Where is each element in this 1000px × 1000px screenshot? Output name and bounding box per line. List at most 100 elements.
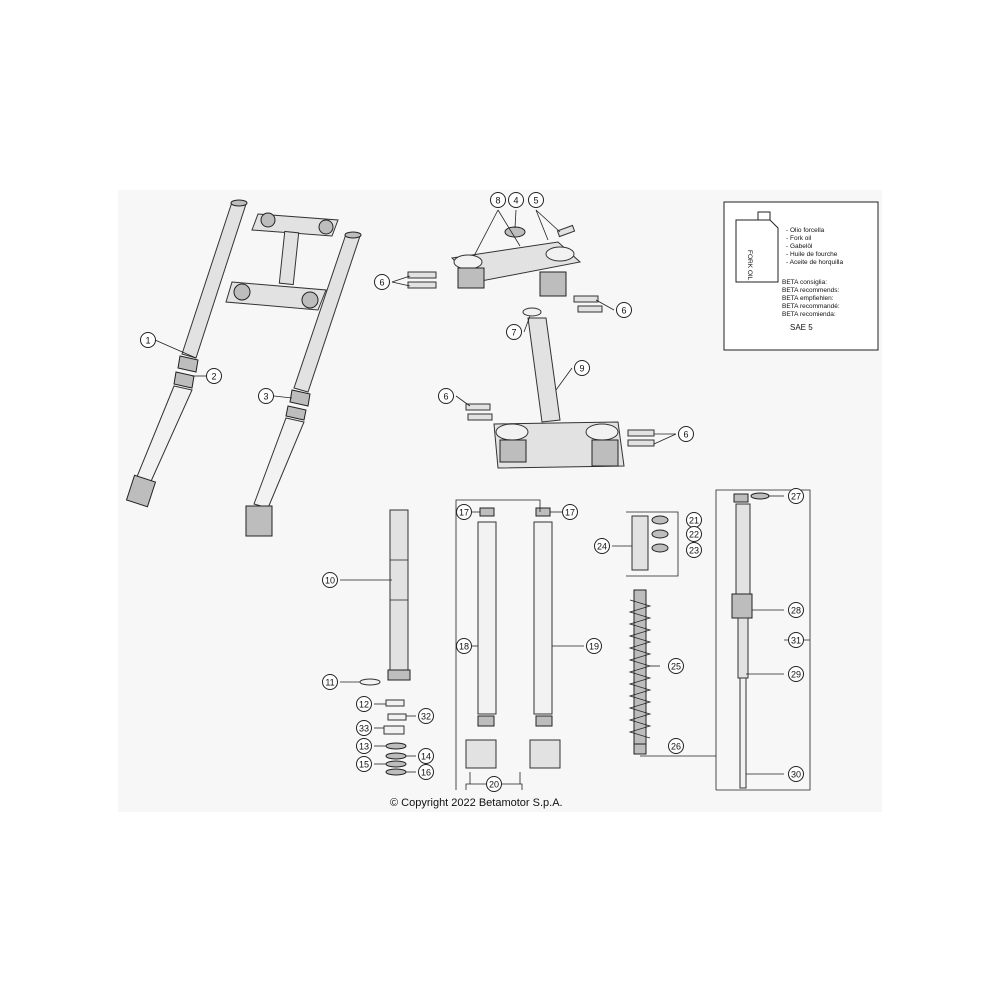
callout-c11: 11 [322,674,338,690]
callout-c31: 31 [788,632,804,648]
callout-circle [788,488,804,504]
callout-c22: 22 [686,526,702,542]
callout-circle [678,426,694,442]
seal-14 [385,752,407,760]
callout-number: 11 [325,678,334,688]
callout-circle [562,504,578,520]
callout-c6c: 6 [438,388,454,404]
callout-number: 6 [683,430,688,440]
callout-c13: 13 [356,738,372,754]
leader-lines [154,209,810,775]
callout-number: 33 [359,724,369,734]
callout-c16: 16 [418,764,434,780]
callout-circle [418,764,434,780]
callout-c14: 14 [418,748,434,764]
callout-number: 6 [621,306,626,316]
callout-c6a: 6 [374,274,390,290]
damping-cartridge [731,492,770,789]
callout-circle [356,696,372,712]
bushing-32 [387,713,407,721]
callout-number: 20 [489,780,499,790]
callout-number: 6 [443,392,448,402]
callout-c23: 23 [686,542,702,558]
callout-number: 3 [263,392,268,402]
callout-number: 1 [145,336,150,346]
callout-c24: 24 [594,538,610,554]
oil-recommends-5: BETA recomienda: [782,311,836,318]
callout-number: 29 [791,670,801,680]
callout-circle [418,708,434,724]
callout-circle [506,324,522,340]
callout-circle [140,332,156,348]
valve-assembly [631,515,669,571]
ring-15 [385,760,407,768]
oil-lang-5: - Aceite de horquilla [786,259,843,266]
oil-recommends-3: BETA empfiehlen: [782,295,834,302]
callout-circle [490,192,506,208]
callout-circle [356,756,372,772]
callout-c32: 32 [418,708,434,724]
inner-tube-right [529,507,561,769]
callout-c10: 10 [322,572,338,588]
callout-c33: 33 [356,720,372,736]
callout-circle [788,766,804,782]
bolts-lower-left [465,403,493,421]
callout-c26: 26 [668,738,684,754]
oil-lang-3: - Gabelöl [786,243,813,250]
oring-11 [359,678,381,686]
callout-number: 18 [459,642,469,652]
callout-circle [528,192,544,208]
upper-triple-clamp [450,224,582,297]
fork-oil-note: FORK OIL - Olio forcella - Fork oil - Ga… [723,201,879,351]
screws-20 [469,772,521,784]
outer-tube [387,509,411,681]
callout-number: 30 [791,770,801,780]
callout-c6b: 6 [616,302,632,318]
oil-recommends-2: BETA recommends: [782,287,840,294]
callout-circle [322,674,338,690]
oil-can-label: FORK OIL [746,250,753,281]
callout-circle [356,738,372,754]
o-ring-7 [522,307,542,317]
callout-circle [686,542,702,558]
callout-c19: 19 [586,638,602,654]
callout-number: 32 [421,712,431,722]
inner-tube-left [465,507,497,769]
callout-c17a: 17 [456,504,472,520]
oil-recommends-1: BETA consiglia: [782,279,827,286]
callout-c4: 4 [508,192,524,208]
bolts-upper-right [573,295,603,313]
oil-grade: SAE 5 [790,323,813,332]
oil-lang-1: - Olio forcella [786,227,825,234]
callout-c12: 12 [356,696,372,712]
callout-circle [574,360,590,376]
callout-number: 14 [421,752,431,762]
callout-number: 26 [671,742,681,752]
callout-c6d: 6 [678,426,694,442]
callout-number: 28 [791,606,801,616]
callout-number: 23 [689,546,699,556]
callout-circle [668,658,684,674]
bolts-upper-left [407,271,437,289]
callout-number: 17 [565,508,575,518]
callout-number: 5 [533,196,538,206]
callout-circle [206,368,222,384]
callout-c30: 30 [788,766,804,782]
callout-number: 15 [359,760,369,770]
callout-circle [374,274,390,290]
callout-circle [438,388,454,404]
callout-number: 12 [359,700,369,710]
callout-number: 21 [689,516,699,526]
callout-c8: 8 [490,192,506,208]
callout-circle [322,572,338,588]
oil-lang-4: - Huile de fourche [786,251,838,258]
ring-16 [385,768,407,776]
callout-number: 31 [791,636,801,646]
callout-circle [668,738,684,754]
oil-lang-2: - Fork oil [786,235,812,242]
triple-clamp-assembled [225,212,339,311]
callout-c17b: 17 [562,504,578,520]
callout-number: 22 [689,530,699,540]
callout-circle [616,302,632,318]
callout-c15: 15 [356,756,372,772]
